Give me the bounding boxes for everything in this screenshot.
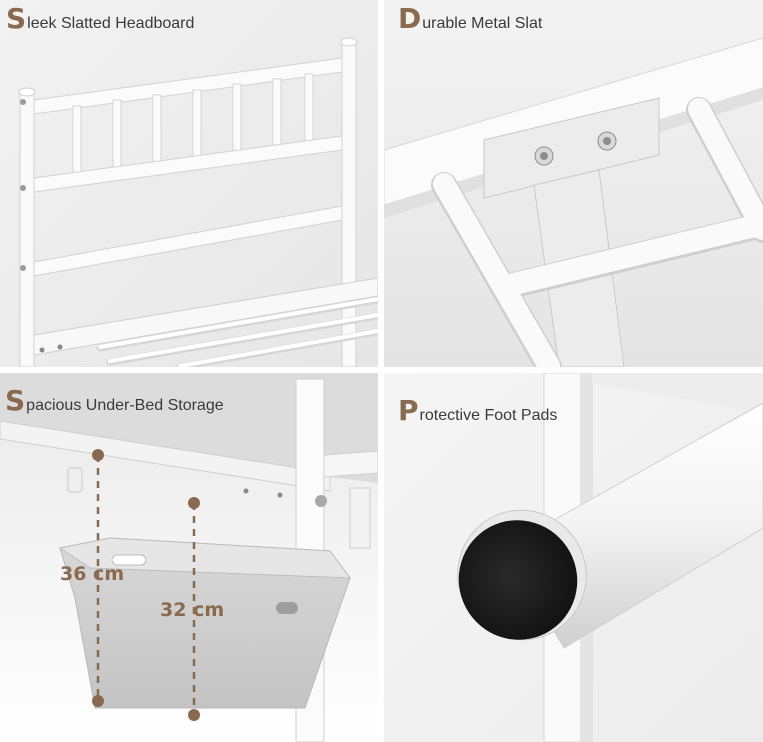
panel-headboard: S leek Slatted Headboard — [0, 0, 378, 367]
caption-text: leek Slatted Headboard — [27, 15, 195, 32]
storage-illustration — [0, 373, 378, 742]
measurement-label-outer: 36 cm — [60, 563, 125, 585]
caption-text: pacious Under-Bed Storage — [26, 397, 224, 414]
metal-slat-illustration — [384, 0, 763, 367]
metal-slat-caption: D urable Metal Slat — [398, 5, 542, 33]
panel-foot-pads: P rotective Foot Pads — [384, 373, 763, 742]
caption-initial: P — [398, 394, 419, 427]
foot-pads-illustration — [384, 373, 763, 742]
storage-caption: S pacious Under-Bed Storage — [5, 387, 224, 415]
headboard-caption: S leek Slatted Headboard — [6, 5, 194, 33]
panel-storage: S pacious Under-Bed Storage 36 cm 32 cm — [0, 373, 378, 742]
measurement-lines — [92, 449, 200, 721]
horizontal-divider — [0, 367, 763, 373]
caption-text: rotective Foot Pads — [419, 407, 558, 424]
caption-text: urable Metal Slat — [422, 15, 543, 32]
caption-initial: S — [6, 2, 27, 35]
headboard-illustration — [0, 0, 378, 367]
foot-pads-caption: P rotective Foot Pads — [398, 397, 557, 425]
caption-initial: S — [5, 384, 26, 417]
panel-metal-slat: D urable Metal Slat — [384, 0, 763, 367]
caption-initial: D — [398, 2, 422, 35]
measurement-label-inner: 32 cm — [160, 599, 225, 621]
